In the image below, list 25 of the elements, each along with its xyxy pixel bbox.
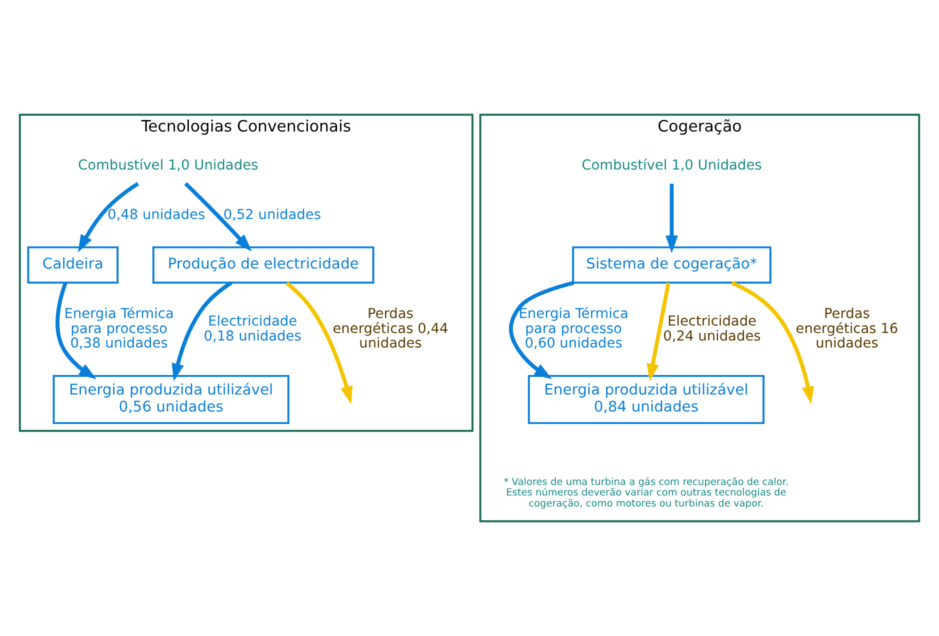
arrow — [56, 282, 97, 380]
arrow — [286, 282, 353, 404]
arrow — [78, 182, 140, 253]
arrow — [508, 280, 574, 380]
edge-label: Perdas energéticas 16 unidades — [796, 306, 898, 352]
arrow — [646, 282, 670, 382]
arrow — [184, 182, 252, 252]
edge-label: Electricidade 0,18 unidades — [204, 314, 302, 344]
edge-label: 0,48 unidades — [108, 207, 206, 224]
edge-label: 0,52 unidades — [223, 207, 321, 224]
arrow — [730, 280, 814, 404]
node-box: Energia produzida utilizável 0,56 unidades — [52, 374, 290, 424]
label: * Valores de uma turbina a gás com recuperação de calor. Estes números deverão variar com outras tecnologias de cogeração, como motores ou turbinas de vapor. — [504, 476, 789, 510]
node-box: Caldeira — [27, 246, 119, 284]
edge-label: Perdas energéticas 0,44 unidades — [332, 306, 448, 352]
arrow — [666, 184, 678, 254]
node-box: Sistema de cogeração* — [572, 246, 772, 284]
edge-label: Electricidade 0,24 unidades — [663, 314, 761, 344]
edge-label: Energia Térmica para processo 0,38 unidades — [64, 306, 174, 352]
node-text: Combustível 1,0 Unidades — [78, 157, 258, 174]
arrow — [172, 281, 232, 382]
node-text: Combustível 1,0 Unidades — [582, 157, 762, 174]
node-box: Energia produzida utilizável 0,84 unidades — [528, 374, 765, 424]
node-box: Produção de electricidade — [152, 246, 374, 284]
edge-label: Energia Térmica para processo 0,60 unidades — [518, 306, 628, 352]
